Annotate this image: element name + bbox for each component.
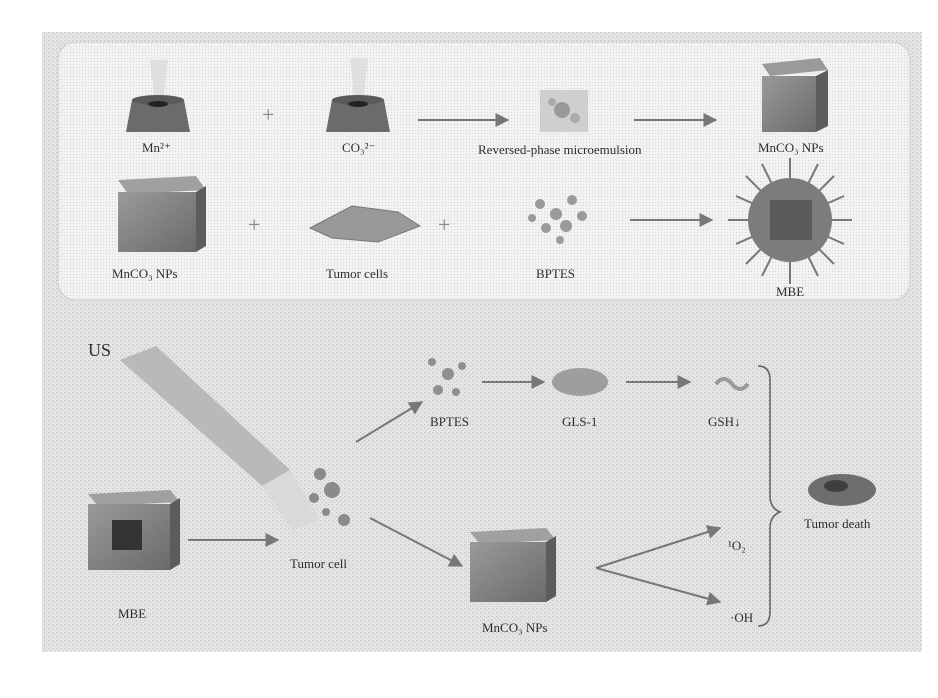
bptes-bottom-label: BPTES [430, 414, 469, 430]
mnco3-cube-icon [762, 58, 828, 132]
mnco3-cube-2-icon [118, 176, 206, 252]
mnco3-nps-label: MnCO₃ NPs [482, 620, 548, 636]
plus-icon: + [262, 102, 274, 127]
tumor-cell-label: Tumor cell [290, 556, 347, 572]
mnco3-product-label: MnCO₃ NPs [758, 140, 824, 156]
singlet-oxygen-label: ¹O₂ [728, 538, 746, 554]
mbe-cube-icon [88, 490, 180, 570]
mbe-top-label: MBE [776, 284, 804, 300]
microemulsion-label: Reversed-phase microemulsion [478, 142, 642, 158]
us-label: US [88, 340, 111, 361]
hydroxyl-label: ·OH [730, 610, 753, 626]
plus-2-icon: + [248, 212, 260, 237]
plus-3-icon: + [438, 212, 450, 237]
tumor-cells-label: Tumor cells [326, 266, 388, 282]
mnco3-nps-cube-icon [470, 528, 556, 602]
gls-label: GLS-1 [562, 414, 597, 430]
gsh-label: GSH↓ [708, 414, 741, 430]
bptes-top-label: BPTES [536, 266, 575, 282]
microemulsion-icon [540, 90, 588, 132]
co3-label: CO₃²⁻ [342, 140, 375, 156]
mn-label: Mn²⁺ [142, 140, 171, 156]
tumor-death-label: Tumor death [804, 516, 870, 532]
mbe-bottom-label: MBE [118, 606, 146, 622]
mnco3-np-label: MnCO₃ NPs [112, 266, 178, 282]
gls-enzyme-icon [552, 368, 608, 396]
tumor-death-icon [808, 474, 876, 506]
